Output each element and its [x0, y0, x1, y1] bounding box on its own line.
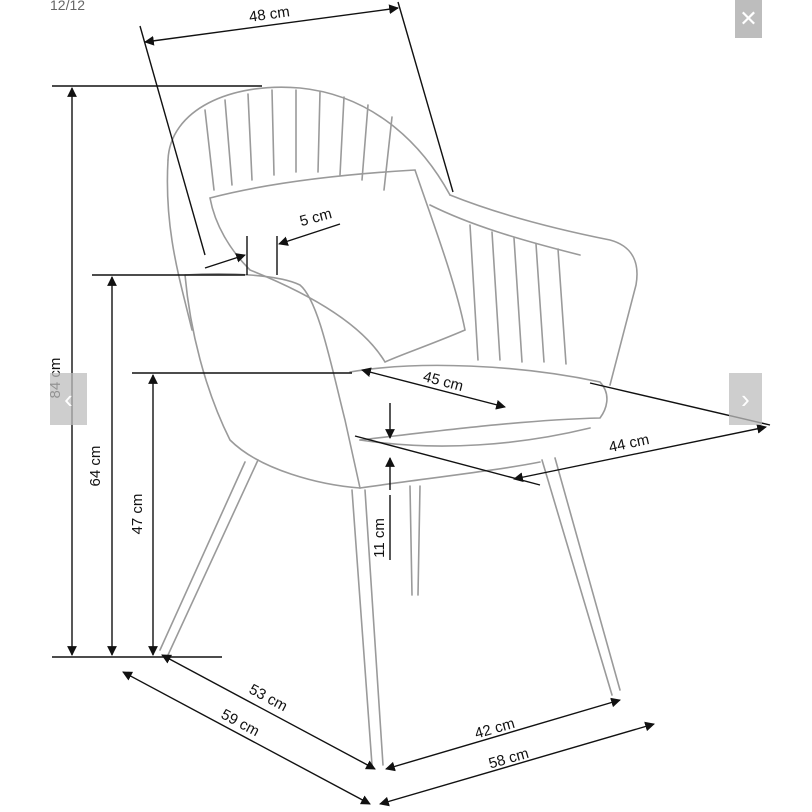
label-seat-cushion: 11 cm [371, 518, 388, 558]
previous-image-button[interactable]: ‹ [50, 373, 87, 425]
next-image-button[interactable]: › [729, 373, 762, 425]
label-depth-inner: 53 cm [246, 681, 290, 715]
dimension-lines [52, 1, 771, 807]
label-width-top: 48 cm [248, 3, 291, 26]
label-width-outer: 58 cm [487, 745, 531, 773]
label-armrest-height: 64 cm [87, 446, 104, 487]
chevron-right-icon: › [741, 383, 750, 414]
image-counter: 12/12 [50, 0, 86, 13]
chevron-left-icon: ‹ [64, 383, 73, 414]
label-armrest-thickness: 5 cm [298, 205, 334, 230]
label-width-inner: 42 cm [473, 715, 517, 743]
close-icon: ✕ [739, 6, 758, 31]
chair-illustration [159, 86, 638, 766]
close-button[interactable]: ✕ [735, 0, 762, 38]
label-seat-height: 47 cm [129, 494, 146, 535]
